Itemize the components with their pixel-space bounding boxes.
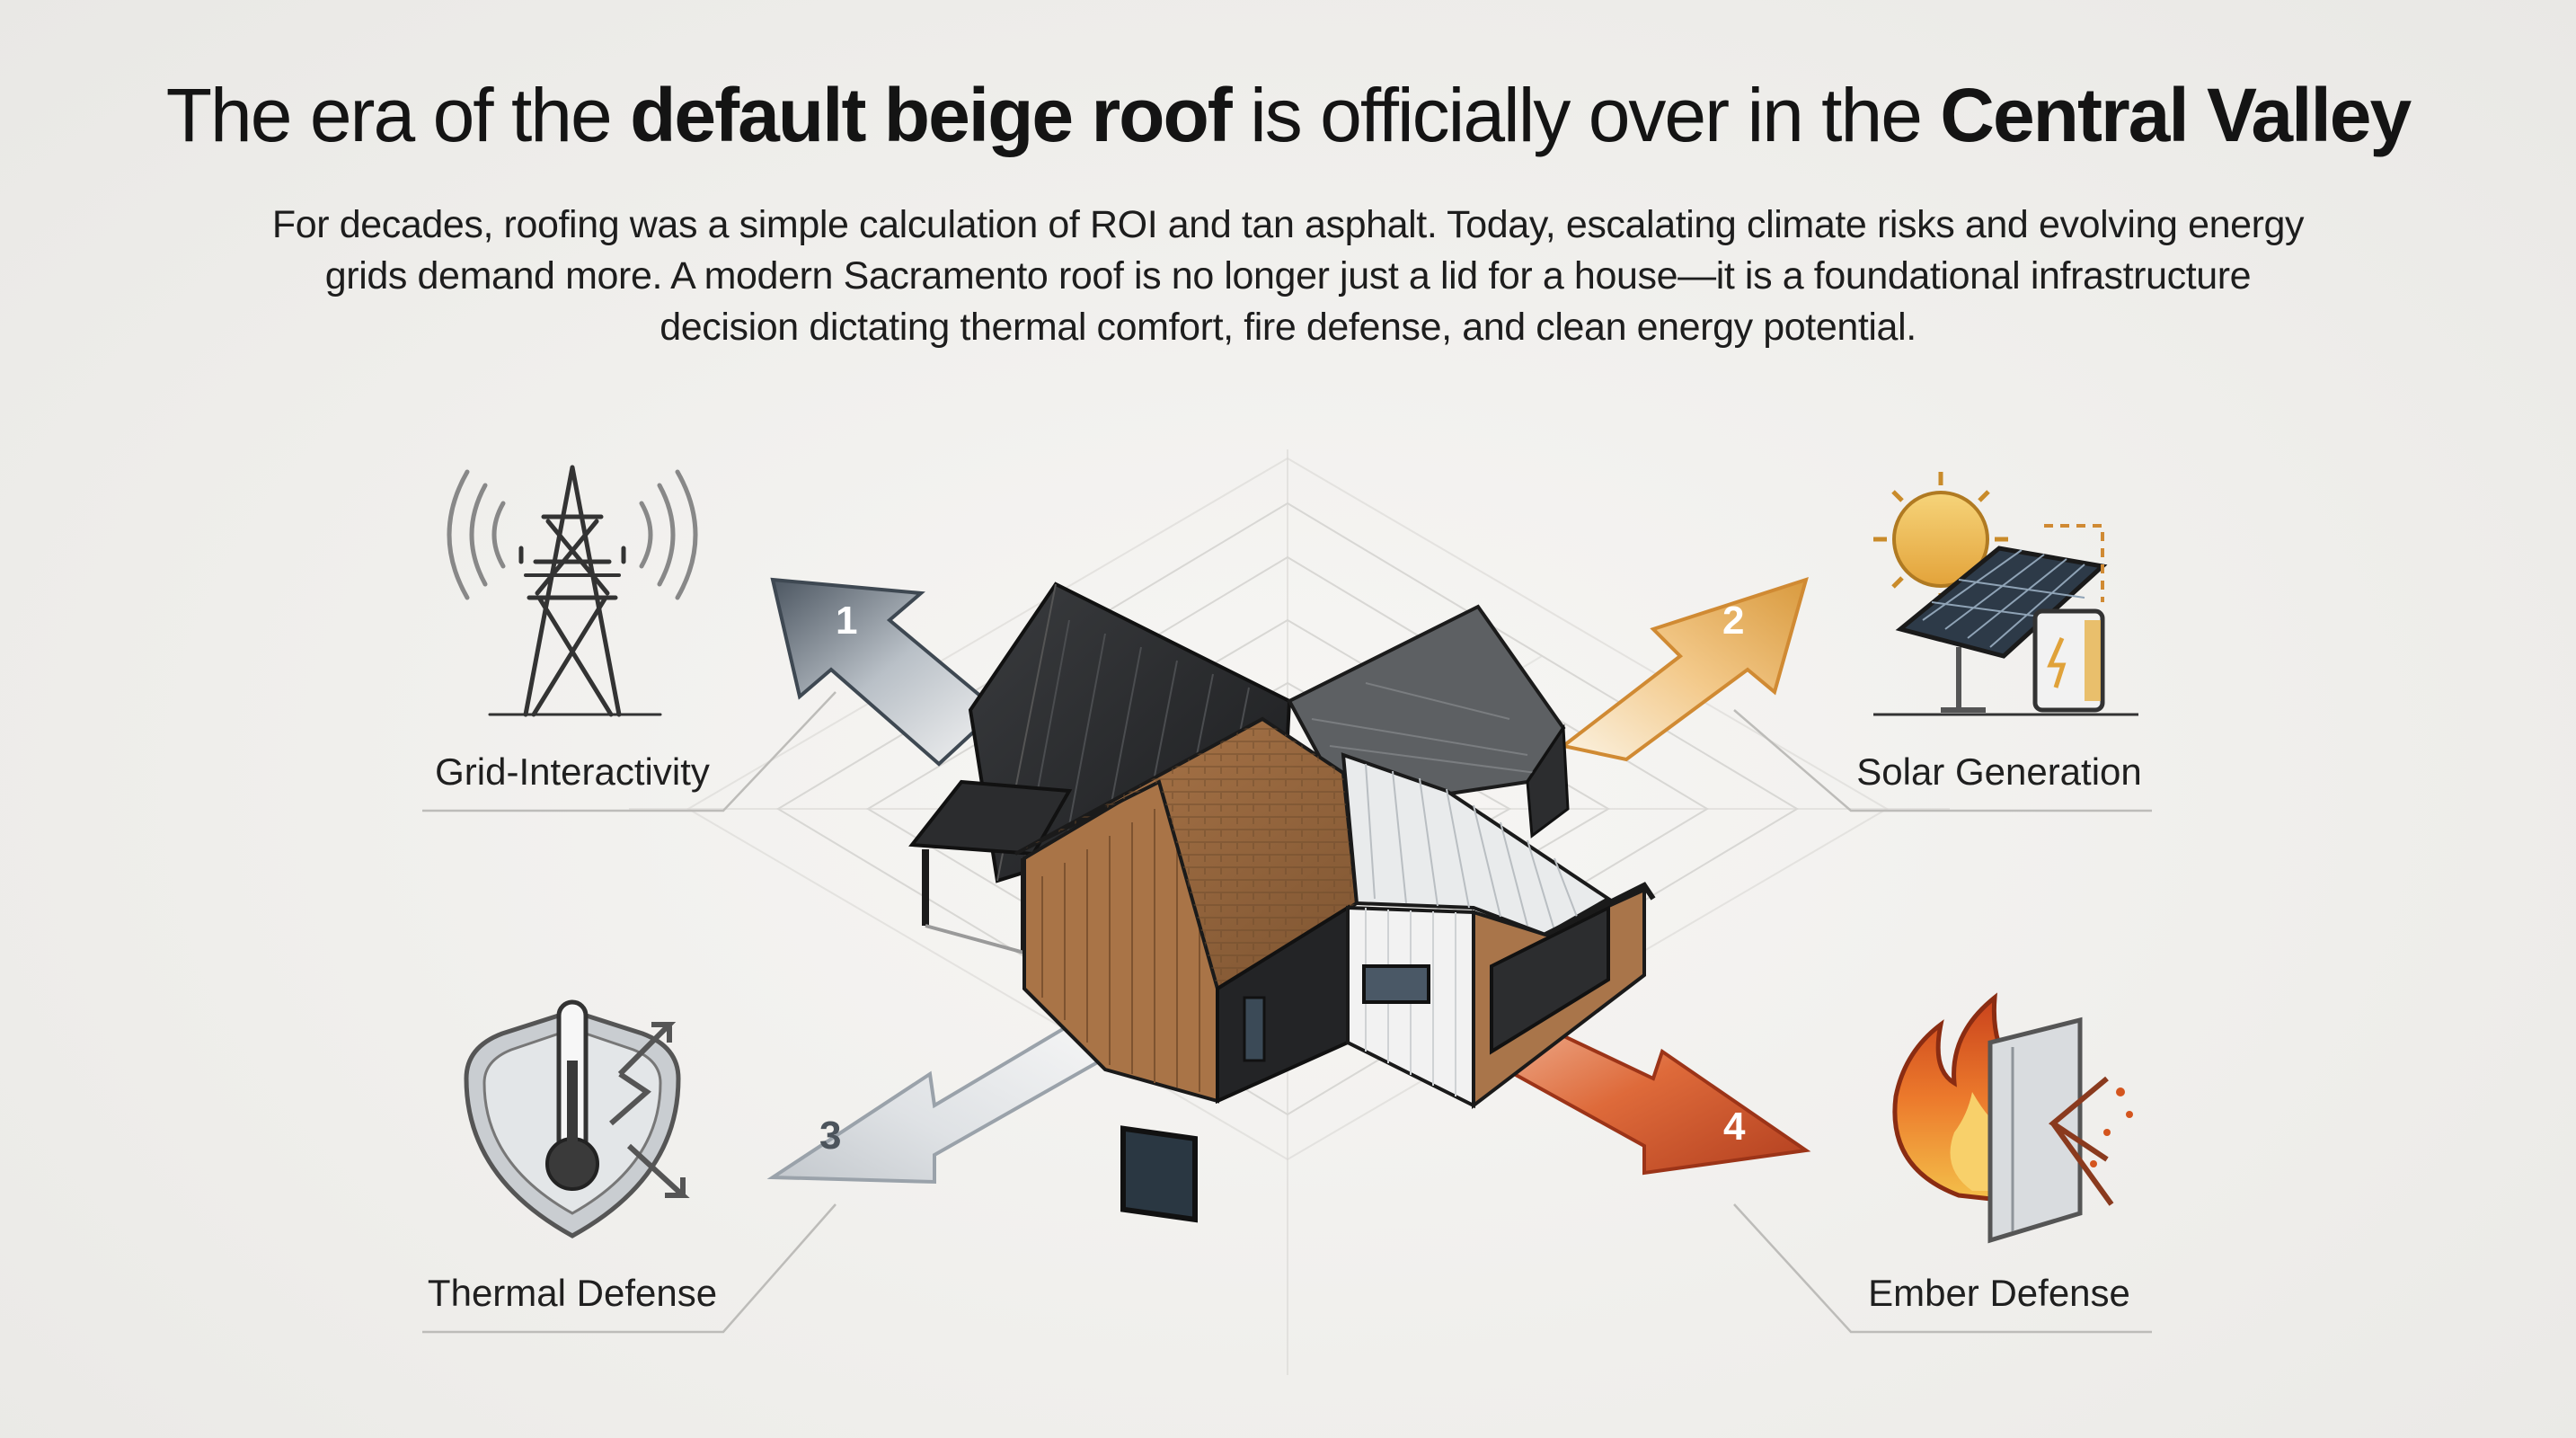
intro-paragraph: For decades, roofing was a simple calcul… [271,203,2305,349]
label-thermal-defense: Thermal Defense [427,1272,718,1314]
label-solar-generation: Solar Generation [1856,750,2142,793]
thermal-shield-icon [464,999,690,1238]
arrow-4-number: 4 [1723,1105,1746,1149]
headline: The era of the default beige roof is off… [0,74,2576,156]
arrow-3: 3 [766,1003,1102,1185]
headline-part-1: The era of the [165,73,631,157]
label-ember-defense: Ember Defense [1868,1272,2130,1314]
solar-panel-icon [1873,472,2138,716]
arrow-1: 1 [770,577,1001,767]
arrow-2: 2 [1559,576,1809,762]
arrow-3-number: 3 [819,1114,841,1158]
ember-fire-icon [1892,992,2133,1244]
transmission-tower-icon [447,465,698,717]
label-grid-interactivity: Grid-Interactivity [435,750,710,793]
leader-lines [422,691,2152,1334]
headline-bold-2: Central Valley [1940,73,2412,157]
arrow-2-number: 2 [1722,599,1744,643]
arrow-1-number: 1 [836,599,857,643]
headline-part-2: is officially over in the [1230,73,1941,157]
headline-bold-1: default beige roof [630,73,1233,157]
house-illustration [908,581,1656,1223]
